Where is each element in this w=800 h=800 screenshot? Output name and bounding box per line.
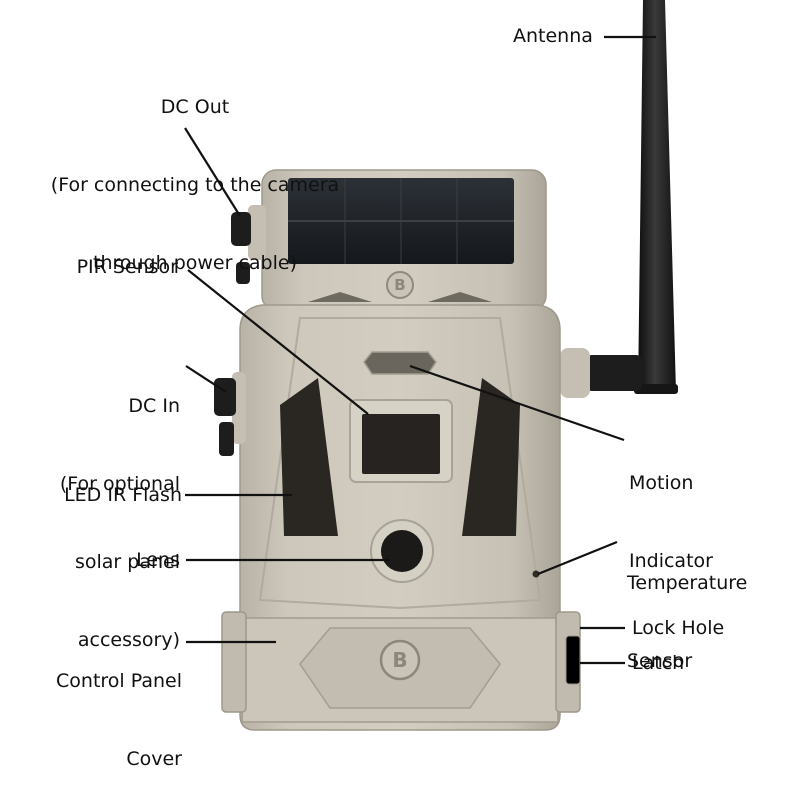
leader-dc-in [185, 365, 227, 393]
top-logo-letter: B [394, 276, 406, 294]
temperature-sensor [532, 570, 540, 578]
label-pir-sensor: PIR Sensor [76, 256, 178, 278]
pir-sensor-window [362, 414, 440, 474]
label-dc-in-line-3: solar panel [74, 551, 180, 573]
control-panel-cover [221, 611, 581, 723]
label-control-panel-cover-line-2: Cover [126, 748, 182, 770]
label-motion-indicator: Motion Indicator [629, 418, 713, 600]
cover-logo-letter: B [392, 648, 408, 672]
led-ir-flash-right [462, 378, 520, 536]
label-motion-indicator-line-2: Indicator [629, 550, 713, 572]
label-dc-in-line-1: DC In [128, 395, 180, 417]
dc-out-port [231, 205, 266, 284]
leader-pir-sensor [187, 269, 369, 415]
lens [381, 530, 423, 572]
label-dc-out: DC Out (For connecting to the camera thr… [20, 42, 370, 302]
label-temperature-sensor-line-2: Sensor [627, 650, 693, 672]
label-temperature-sensor: Temperature Sensor [627, 518, 747, 700]
label-dc-in-line-4: accessory) [77, 629, 180, 651]
solar-panel-unit [261, 169, 547, 311]
latch [565, 635, 581, 685]
label-antenna: Antenna [513, 25, 593, 47]
label-dc-in-line-2: (For optional [59, 473, 180, 495]
label-lens: Lens [136, 549, 180, 571]
leader-lines [184, 35, 656, 665]
label-lock-hole: Lock Hole [632, 617, 725, 639]
leader-motion-indicator [409, 364, 625, 442]
label-dc-out-line-1: DC Out [160, 96, 230, 118]
leader-dc-out [184, 127, 241, 217]
leader-temperature-sensor [537, 540, 618, 576]
label-control-panel-cover-line-1: Control Panel [56, 670, 182, 692]
label-led-ir-flash: LED IR Flash [64, 484, 182, 506]
label-latch: Latch [632, 652, 685, 674]
label-control-panel-cover: Control Panel Cover [0, 616, 182, 798]
dc-in-port [214, 372, 246, 456]
antenna [560, 0, 678, 398]
label-temperature-sensor-line-1: Temperature [627, 572, 748, 594]
label-dc-out-line-2: (For connecting to the camera [50, 174, 340, 196]
label-dc-in: DC In (For optional solar panel accessor… [0, 341, 180, 679]
label-motion-indicator-line-1: Motion [629, 472, 694, 494]
logo-badge [379, 639, 421, 681]
label-dc-out-line-3: through power cable) [93, 252, 297, 274]
led-ir-flash-left [280, 378, 338, 536]
